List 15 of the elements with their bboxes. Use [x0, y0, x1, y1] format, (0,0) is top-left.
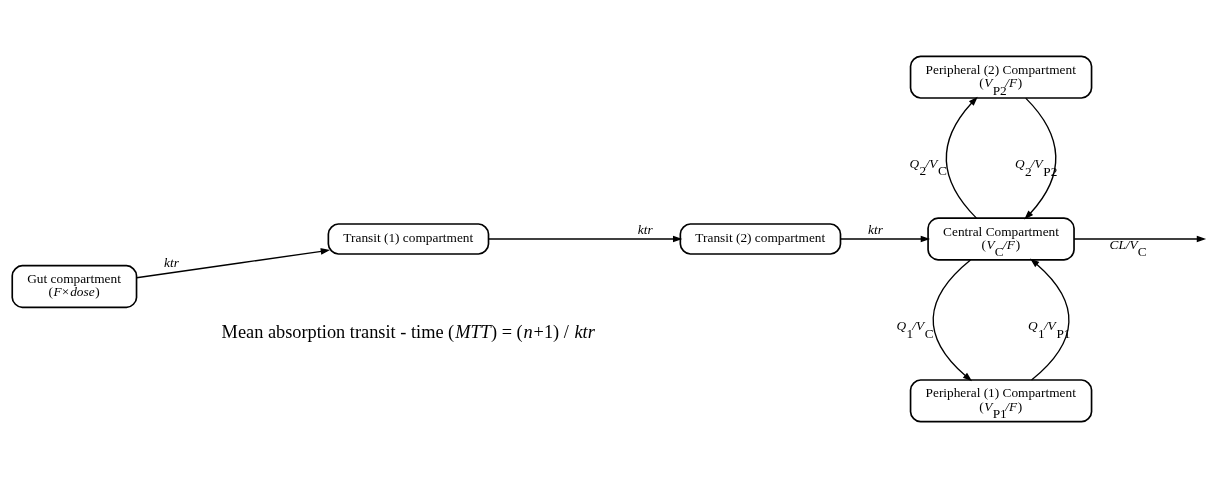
- arrow: [932, 259, 973, 382]
- node-box: Transit (1) compartment: [327, 223, 490, 255]
- arrow: [1024, 97, 1057, 220]
- arrow: [839, 235, 931, 243]
- arrow: [1030, 258, 1070, 381]
- edge-label: ktr: [164, 255, 179, 271]
- edge-label: ktr: [868, 221, 883, 237]
- edge-label: ktr: [637, 221, 653, 237]
- node-box: Gut compartment (F×dose): [11, 264, 138, 309]
- label: Mean absorption transit - time (MTT) = (n+1) / ktr: [221, 321, 595, 342]
- arrow: [135, 248, 331, 279]
- arrow: [945, 96, 978, 219]
- arrow: [487, 235, 683, 243]
- node-box: Transit (2) compartment: [679, 223, 842, 255]
- arrow: [1073, 235, 1207, 243]
